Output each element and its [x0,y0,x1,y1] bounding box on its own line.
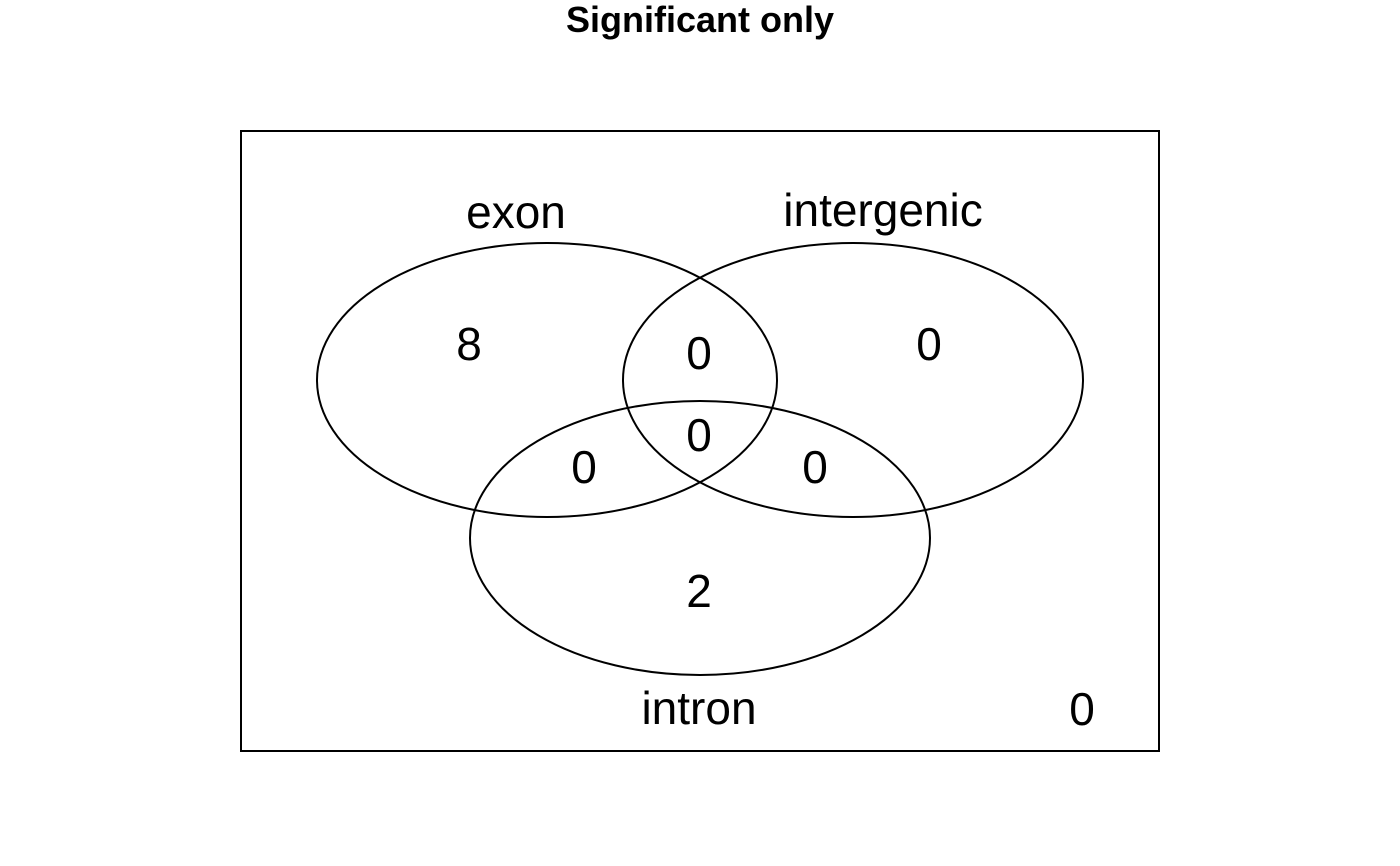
intergenic-label: intergenic [783,184,982,236]
count-exon-only: 8 [456,318,482,370]
chart-title: Significant only [566,0,834,40]
exon-label: exon [466,186,566,238]
count-intergenic-intron: 0 [802,441,828,493]
count-intron-only: 2 [686,565,712,617]
intergenic-ellipse [622,242,1084,518]
universe-box [240,130,1160,752]
intron-ellipse [469,400,931,676]
intron-label: intron [641,682,756,734]
count-all-three: 0 [686,409,712,461]
exon-ellipse [316,242,778,518]
count-exon-intergenic: 0 [686,327,712,379]
count-none: 0 [1069,683,1095,735]
count-intergenic-only: 0 [916,318,942,370]
count-exon-intron: 0 [571,441,597,493]
